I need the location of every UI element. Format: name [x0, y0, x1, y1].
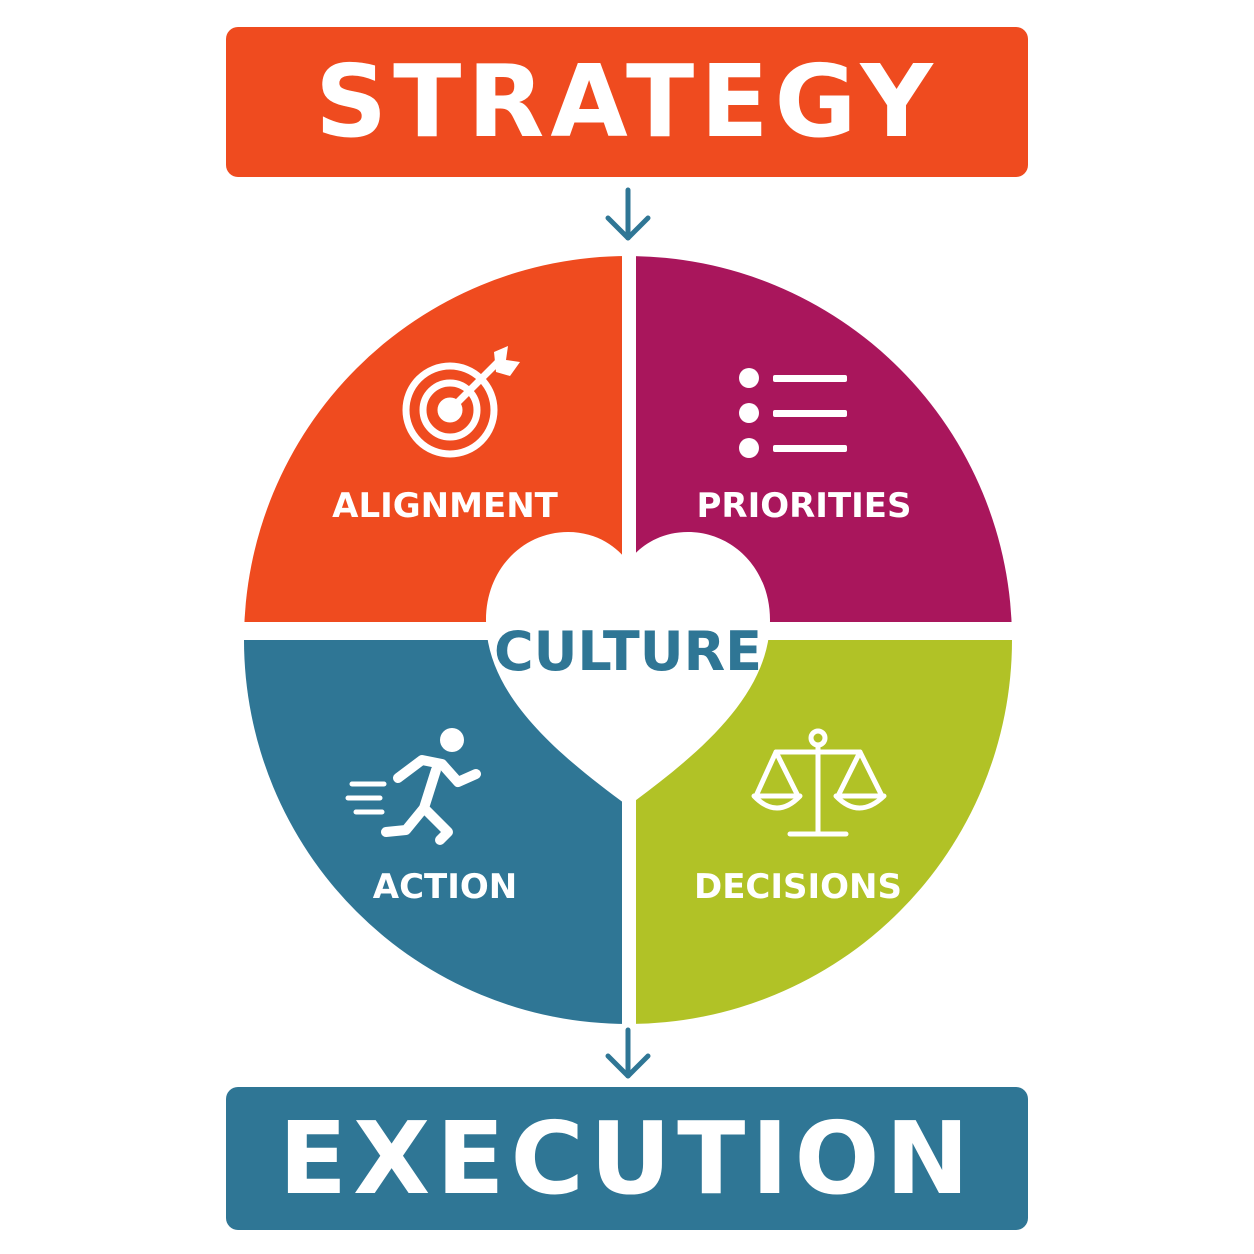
execution-title: EXECUTION	[278, 1099, 976, 1217]
target-arrow-icon	[402, 346, 520, 458]
action-label: ACTION	[373, 867, 517, 907]
arrow-down-bottom-icon	[605, 1027, 651, 1079]
priorities-label: PRIORITIES	[696, 486, 911, 526]
strategy-banner: STRATEGY	[226, 27, 1028, 177]
balance-scale-icon	[751, 728, 887, 837]
running-person-icon	[345, 728, 481, 845]
culture-label: CULTURE	[494, 620, 762, 683]
decisions-label: DECISIONS	[694, 867, 902, 907]
execution-banner: EXECUTION	[226, 1087, 1028, 1230]
alignment-label: ALIGNMENT	[332, 486, 559, 526]
bullet-list-icon	[739, 368, 847, 458]
heart-icon	[486, 532, 770, 806]
arrow-down-top-icon	[605, 187, 651, 241]
strategy-title: STRATEGY	[315, 43, 939, 160]
